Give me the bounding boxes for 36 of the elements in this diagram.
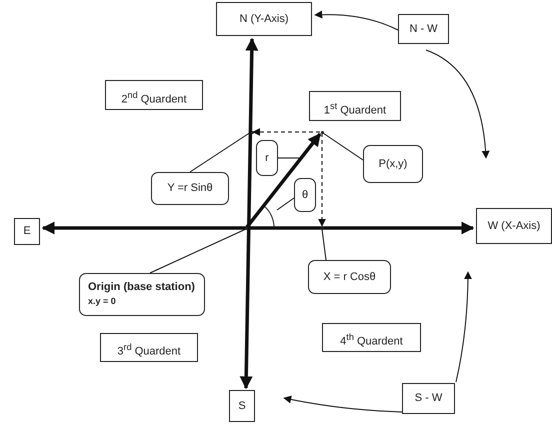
curved-arrow [314,10,398,30]
projection-arrow [318,132,326,227]
vector-arrow [246,132,322,228]
quadrant-box: 3$^{rd}$ Quardent [100,333,198,362]
axis-arrow [42,222,474,234]
leader-line [190,132,252,172]
callout-title: Origin (base station) [88,280,196,294]
quadrant-box: 1$^{st}$ Quardent [309,91,401,121]
direction-box: N - W [398,14,449,44]
callout-text: x.y = 0 [88,295,117,308]
curved-arrow [456,271,472,382]
callout-bubble: Y =r Sinθ [151,172,229,205]
quadrant-box: 2$^{nd}$ Quardent [105,80,203,110]
leader-line [276,198,294,210]
axis-label-box: E [14,218,40,245]
callout-bubble: r [256,140,278,176]
leader-line [322,228,326,260]
curved-arrow [283,396,402,412]
point-marker [321,131,324,134]
axis-arrow [240,38,258,390]
leader-line [150,228,246,274]
projection-arrow [252,128,320,136]
point-marker [245,227,248,230]
leader-line [322,132,364,160]
curved-arrow [426,50,490,159]
callout-bubble: P(x,y) [363,145,423,183]
point-marker [251,131,254,134]
callout-bubble: θ [294,178,316,212]
callout-bubble [79,273,205,316]
axis-label-box: N (Y-Axis) [216,2,312,36]
axis-label-box: W (X-Axis) [476,208,552,244]
direction-box: S - W [402,383,455,414]
axis-label-box: S [229,390,255,422]
callout-bubble: X = r Cosθ [308,260,391,294]
quadrant-box: 4$^{th}$ Quardent [322,323,421,352]
point-marker [321,227,324,230]
